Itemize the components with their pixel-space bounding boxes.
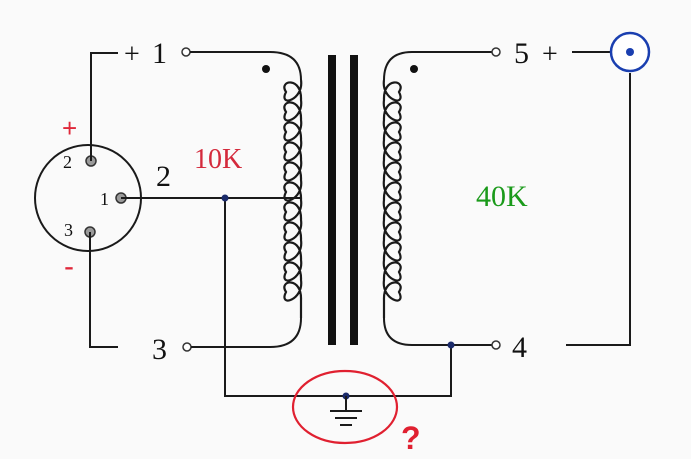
connector-plus-sign: + [62, 113, 77, 143]
primary-impedance-label: 10K [194, 144, 242, 175]
terminal-5-plus: + [542, 39, 558, 70]
ground-highlight-circle [291, 369, 399, 445]
secondary-top-lead [383, 51, 492, 81]
terminal-4 [491, 340, 501, 350]
wire-pin3-to-t3 [89, 232, 118, 348]
terminal-1 [181, 47, 191, 57]
primary-polarity-dot [262, 65, 270, 73]
wire-t4-to-bnc [566, 73, 631, 346]
xlr-pin-3-label: 3 [64, 220, 73, 240]
connector-minus-sign: - [64, 250, 74, 283]
terminal-1-plus: + [124, 39, 140, 70]
primary-bottom-lead [191, 317, 302, 348]
secondary-winding [382, 79, 402, 318]
wire-pin2-to-t1 [90, 52, 118, 161]
secondary-polarity-dot [410, 65, 418, 73]
bnc-center-pin [626, 48, 634, 56]
terminal-1-label: 1 [152, 37, 167, 70]
terminal-2-label: 2 [156, 160, 171, 193]
junction-primary-tap [221, 194, 229, 202]
terminal-3 [182, 342, 192, 352]
terminal-4-label: 4 [512, 331, 527, 364]
secondary-bottom-lead [383, 317, 492, 346]
question-mark: ? [401, 420, 421, 456]
xlr-pin-1-label: 1 [100, 189, 109, 209]
secondary-impedance-label: 40K [476, 180, 528, 213]
wire-tap-to-ground [224, 198, 452, 397]
junction-secondary-ground [447, 341, 455, 349]
terminal-5-label: 5 [514, 37, 529, 70]
terminal-3-label: 3 [152, 333, 167, 366]
terminal-5 [491, 47, 501, 57]
primary-top-lead [190, 51, 302, 81]
xlr-pin-2-label: 2 [63, 152, 72, 172]
primary-winding [283, 79, 303, 318]
